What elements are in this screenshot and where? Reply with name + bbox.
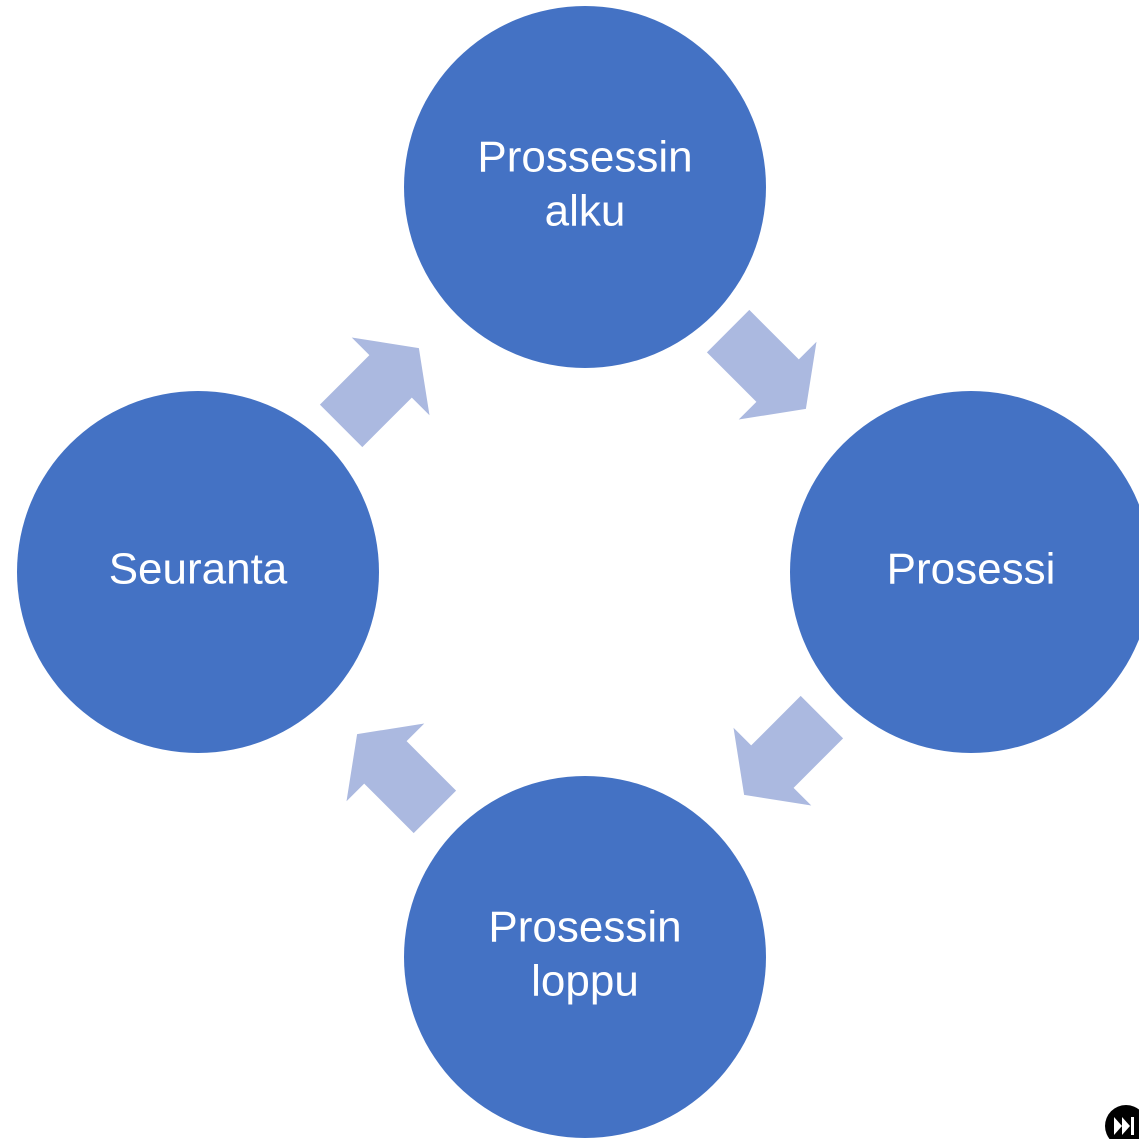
node-label-line: Seuranta bbox=[109, 545, 288, 594]
node-label-line: alku bbox=[545, 187, 626, 236]
arrow-top-to-right bbox=[706, 309, 817, 420]
node-label-line: Prosessi bbox=[887, 545, 1056, 594]
play-skip-icon[interactable] bbox=[1105, 1105, 1139, 1139]
arrow-right-to-bottom bbox=[733, 695, 844, 806]
arrow-left-to-top bbox=[319, 337, 430, 448]
node-label-line: Prosessin bbox=[488, 903, 681, 952]
node-seuranta: Seuranta bbox=[17, 391, 379, 753]
arrow-bottom-to-left bbox=[346, 723, 457, 834]
node-label-line: Prossessin bbox=[477, 133, 692, 182]
node-prosessi: Prosessi bbox=[790, 391, 1139, 753]
node-prossessin-alku: Prossessin alku bbox=[404, 6, 766, 368]
node-label-line: loppu bbox=[531, 957, 639, 1006]
node-prosessin-loppu: Prosessin loppu bbox=[404, 776, 766, 1138]
